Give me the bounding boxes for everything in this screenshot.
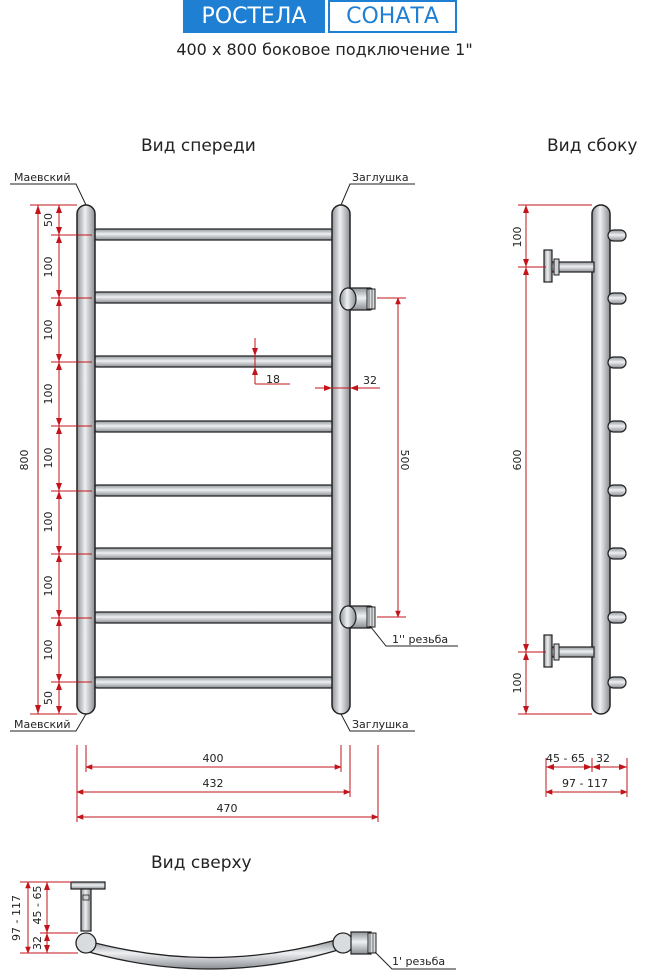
post-section-right xyxy=(332,932,354,954)
side-rung-stub xyxy=(607,676,627,689)
dim-label: 18 xyxy=(266,373,280,386)
side-rung-stub xyxy=(607,484,627,497)
left-post xyxy=(76,204,96,715)
rung xyxy=(91,291,337,304)
rung xyxy=(91,547,337,560)
wall-bracket-top xyxy=(543,249,595,283)
side-rung-stub xyxy=(607,611,627,624)
dim-label: 100 xyxy=(42,320,55,341)
top-connection-fitting xyxy=(339,287,376,311)
side-rung-stub xyxy=(607,547,627,560)
front-view-title: Вид спереди xyxy=(141,136,256,156)
dim-label: 32 xyxy=(363,374,377,387)
wall-mount-flange xyxy=(70,881,106,932)
front-view: Маевский Маевский Заглушка Заглушка 1'' … xyxy=(10,171,458,822)
dim-label: 45 - 65 xyxy=(31,886,44,925)
side-rung-stub xyxy=(607,229,627,242)
rung xyxy=(91,420,337,433)
model-name: СОНАТА xyxy=(328,0,457,33)
side-post xyxy=(591,204,611,715)
dim-label: 100 xyxy=(511,673,524,694)
dim-label: 800 xyxy=(18,450,31,471)
side-rung-stub xyxy=(607,356,627,369)
side-view-title: Вид сбоку xyxy=(547,136,638,156)
dim-label: 100 xyxy=(42,640,55,661)
thread-front-label: 1'' резьба xyxy=(392,633,448,646)
thread-top-label: 1' резьба xyxy=(392,955,445,968)
dim-label: 100 xyxy=(511,227,524,248)
dim-label: 100 xyxy=(42,512,55,533)
top-view-title: Вид сверху xyxy=(151,853,252,873)
dim-label: 32 xyxy=(596,752,610,765)
dim-label: 400 xyxy=(203,752,224,765)
dim-label: 600 xyxy=(511,450,524,471)
dim-label: 100 xyxy=(42,384,55,405)
dim-label: 500 xyxy=(398,450,411,471)
side-rung-stub xyxy=(607,292,627,305)
right-post xyxy=(331,204,351,715)
brand-logo: РОСТЕЛА xyxy=(183,0,325,33)
dim-label: 432 xyxy=(203,777,224,790)
wall-bracket-bottom xyxy=(543,634,595,668)
curved-rung xyxy=(81,939,339,970)
dim-label: 45 - 65 xyxy=(546,752,585,765)
rung xyxy=(91,355,337,368)
side-rung-stub xyxy=(607,420,627,433)
dim-label: 100 xyxy=(42,448,55,469)
rung xyxy=(91,228,337,241)
top-view: 1' резьба 97 - 117 32 45 - 65 xyxy=(10,881,456,970)
product-subtitle: 400 x 800 боковое подключение 1" xyxy=(176,40,473,59)
dim-label: 32 xyxy=(31,936,44,950)
dim-label: 470 xyxy=(217,802,238,815)
dim-label: 50 xyxy=(42,691,55,705)
dim-label: 50 xyxy=(42,213,55,227)
rung xyxy=(91,484,337,497)
mayevsky-bottom-label: Маевский xyxy=(14,718,70,731)
plug-top-label: Заглушка xyxy=(352,171,409,184)
rung xyxy=(91,676,337,689)
dim-label: 97 - 117 xyxy=(10,895,23,941)
dim-label: 100 xyxy=(42,576,55,597)
bottom-connection-fitting xyxy=(339,605,376,629)
side-view: 100 600 100 45 - 65 32 97 - 117 xyxy=(511,204,628,797)
dim-label: 100 xyxy=(42,257,55,278)
post-section-left xyxy=(75,932,97,954)
rung xyxy=(91,611,337,624)
dim-label: 97 - 117 xyxy=(562,777,608,790)
plug-bottom-label: Заглушка xyxy=(352,718,409,731)
rungs xyxy=(91,228,337,689)
mayevsky-top-label: Маевский xyxy=(14,171,70,184)
top-view-connection-fitting xyxy=(350,931,377,955)
